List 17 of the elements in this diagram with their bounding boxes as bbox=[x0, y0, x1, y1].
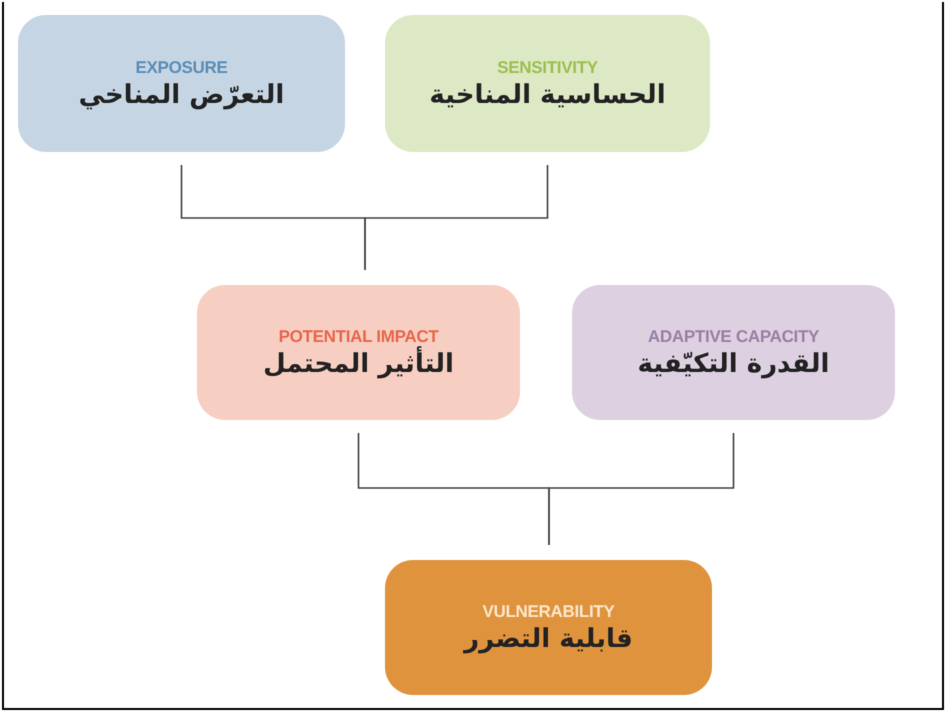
connector-line bbox=[548, 433, 734, 545]
process-box bbox=[572, 285, 895, 420]
heading-text: VULNERABILITY bbox=[482, 602, 615, 622]
heading-text: EXPOSURE bbox=[135, 58, 228, 78]
connector-line bbox=[364, 165, 548, 270]
heading-text: SENSITIVITY bbox=[497, 58, 598, 78]
process-box bbox=[197, 285, 520, 420]
label-text: الحساسية المناخية bbox=[429, 80, 666, 110]
label-text: قابلية التضرر bbox=[464, 624, 633, 654]
label-text: التأثير المحتمل bbox=[263, 348, 454, 378]
label-text: القدرة التكيّفية bbox=[638, 348, 830, 378]
heading-text: POTENTIAL IMPACT bbox=[278, 326, 438, 346]
process-box bbox=[385, 560, 712, 695]
process-box bbox=[18, 15, 345, 152]
process-box bbox=[385, 15, 710, 152]
label-text: التعرّض المناخي bbox=[78, 80, 284, 110]
heading-text: ADAPTIVE CAPACITY bbox=[648, 326, 820, 346]
